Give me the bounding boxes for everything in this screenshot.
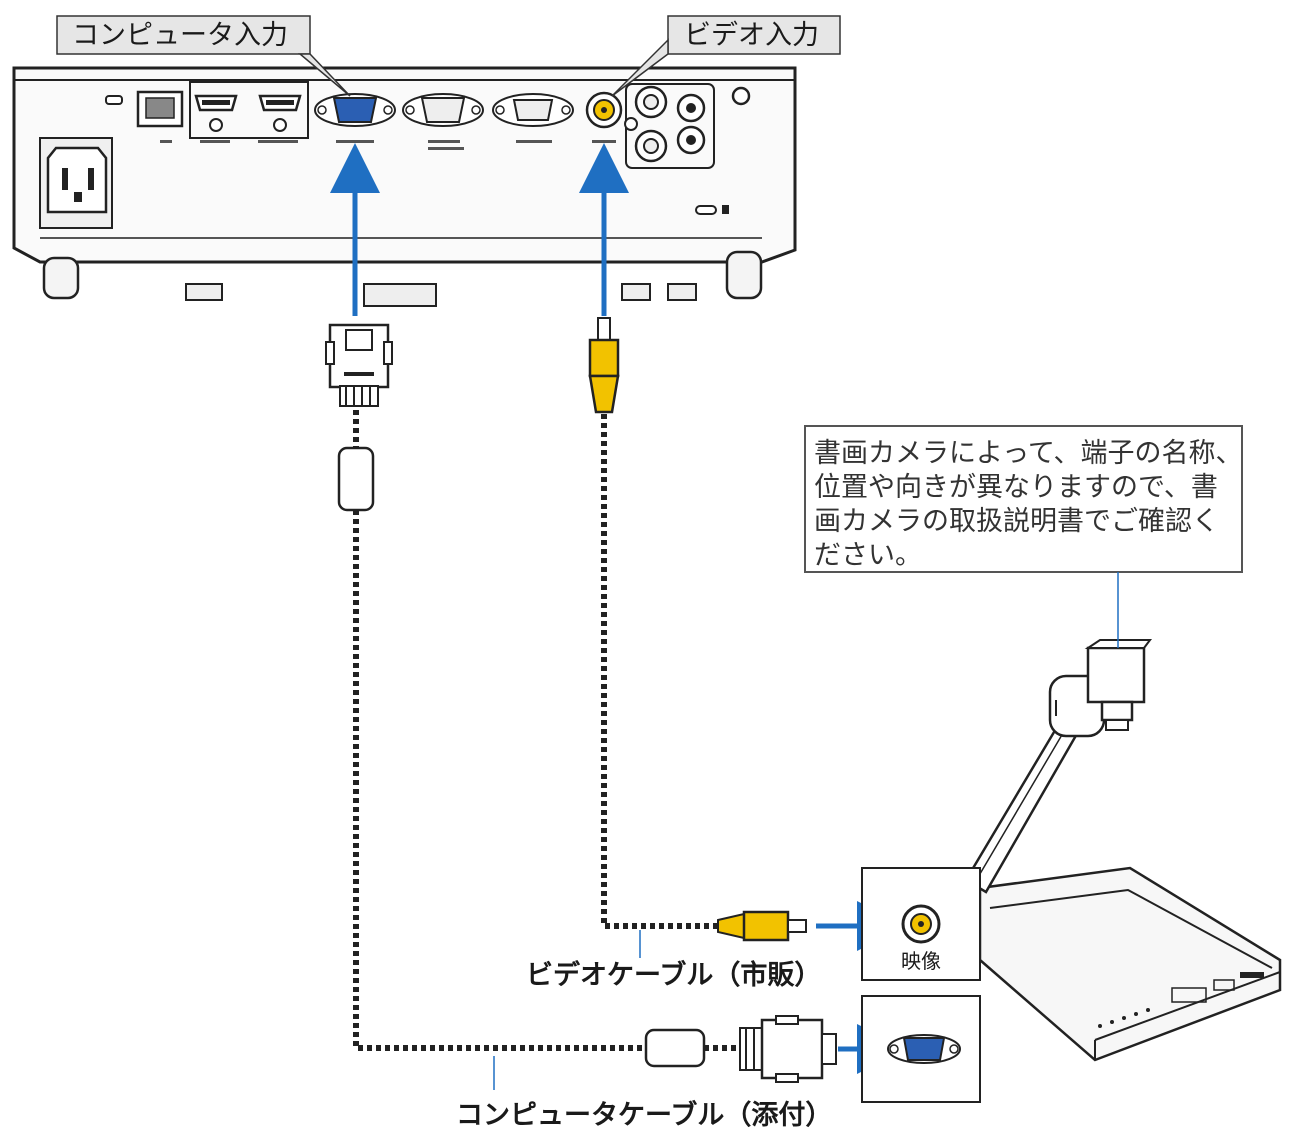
ferrite-core-bottom [644,1028,706,1068]
camera-note-line-2: 位置や向きが異なりますので、書 [814,472,1218,503]
power-inlet [46,146,108,214]
computer-input-label: コンピュータ入力 [72,20,288,51]
projector-foot-left [42,256,80,300]
camera-note-line-3: 画カメラの取扱説明書でご確認く [814,506,1219,537]
camera-video-port-box: 映像 [861,867,981,981]
video-cable-label: ビデオケーブル（市販） [526,959,821,991]
video-in-port [585,91,623,129]
camera-vga-port [887,1034,961,1064]
camera-vga-port-box [861,995,981,1103]
vga-plug-top [325,323,393,407]
screw [731,86,751,106]
camera-note-line-4: ださい。 [814,540,922,571]
vga-plug-bottom [739,1015,837,1083]
security-slot [695,205,717,215]
video-cable [601,414,718,929]
camera-note-line-1: 書画カメラによって、端子の名称、 [814,438,1243,469]
video-input-callout: ビデオ入力 [611,15,841,97]
computer-cable-label: コンピュータケーブル（添付） [456,1099,832,1131]
camera-head [1086,646,1146,704]
computer-input-callout: コンピュータ入力 [56,15,351,97]
rca-plug-top [588,317,620,414]
pc-control-port [492,93,574,127]
camera-arm [964,720,1080,894]
lock-icon [722,205,729,214]
ferrite-core-top [337,446,375,512]
camera-note-box: 書画カメラによって、端子の名称、 位置や向きが異なりますので、書 画カメラの取扱… [804,425,1243,648]
computer-cable [353,410,740,1051]
computer-in-port [314,93,396,127]
projector-foot-right [725,250,763,300]
rca-plug-bottom [717,910,807,942]
computer2-port [402,93,484,127]
projector-rear-panel [12,66,797,307]
video-input-label: ビデオ入力 [684,20,819,51]
document-camera [964,639,1282,1062]
service-port [105,95,123,105]
camera-video-port-label: 映像 [901,949,941,973]
